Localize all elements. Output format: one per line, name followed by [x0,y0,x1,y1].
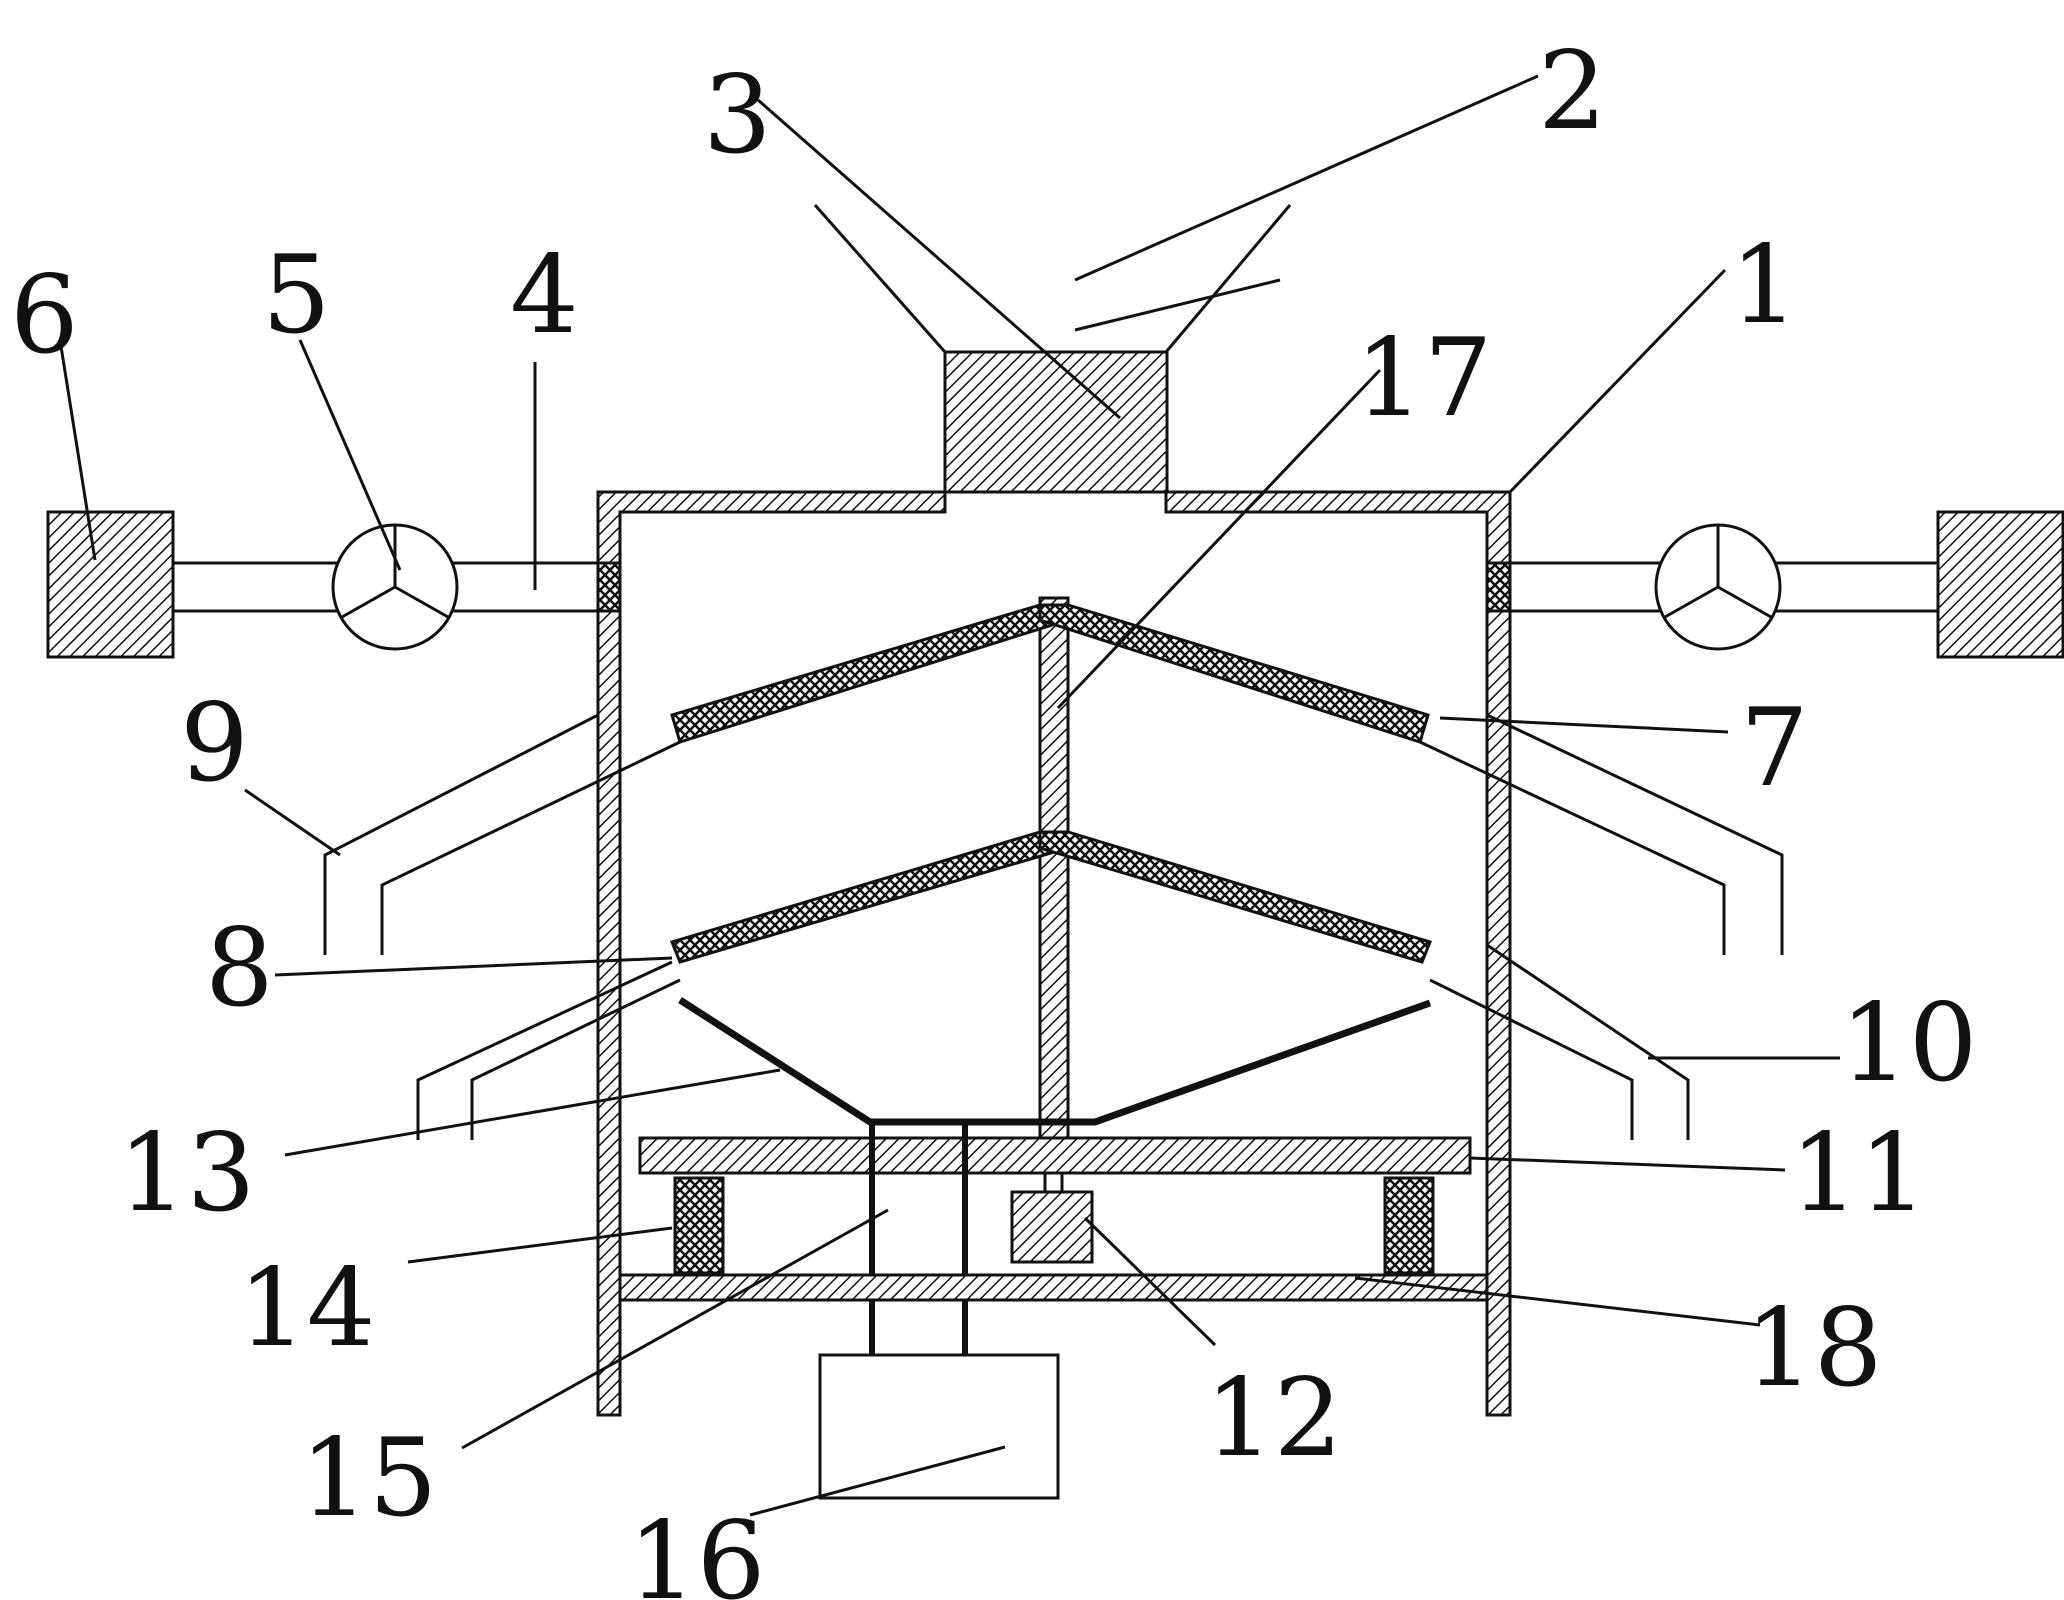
label-6: 6 [10,253,79,378]
drive-assembly [818,1122,1060,1500]
label-16: 16 [628,1499,765,1600]
left-air-inlet [46,510,622,659]
label-7: 7 [1740,686,1809,811]
label-3: 3 [703,53,772,178]
label-12: 12 [1205,1356,1342,1481]
upper-discharge-left [323,713,681,955]
label-4: 4 [510,233,579,358]
deflector [678,997,1432,1126]
label-5: 5 [262,233,331,358]
label-8: 8 [205,906,274,1031]
label-18: 18 [1745,1286,1882,1411]
vibration-motor [1010,1173,1094,1264]
label-2: 2 [1538,29,1607,154]
feed-hopper [813,204,1292,494]
central-shaft [638,596,1472,1175]
label-14: 14 [238,1246,375,1371]
lower-discharge-left [416,960,681,1140]
upper-screen [670,603,1430,744]
lower-screen [669,830,1432,964]
label-15: 15 [300,1416,437,1541]
label-9: 9 [180,681,249,806]
right-air-inlet [1485,510,2064,659]
label-11: 11 [1790,1111,1927,1236]
label-17: 17 [1355,316,1492,441]
spring-right [1383,1176,1435,1275]
part-labels: 1 2 3 4 5 6 7 8 9 10 11 12 13 14 15 16 1… [10,29,1977,1600]
label-1: 1 [1730,223,1799,348]
spring-left [673,1176,725,1275]
label-10: 10 [1840,981,1977,1106]
lower-discharge-right [1429,943,1690,1140]
upper-discharge-right [1419,713,1784,955]
leader-lines [58,74,1840,1517]
label-13: 13 [118,1111,255,1236]
